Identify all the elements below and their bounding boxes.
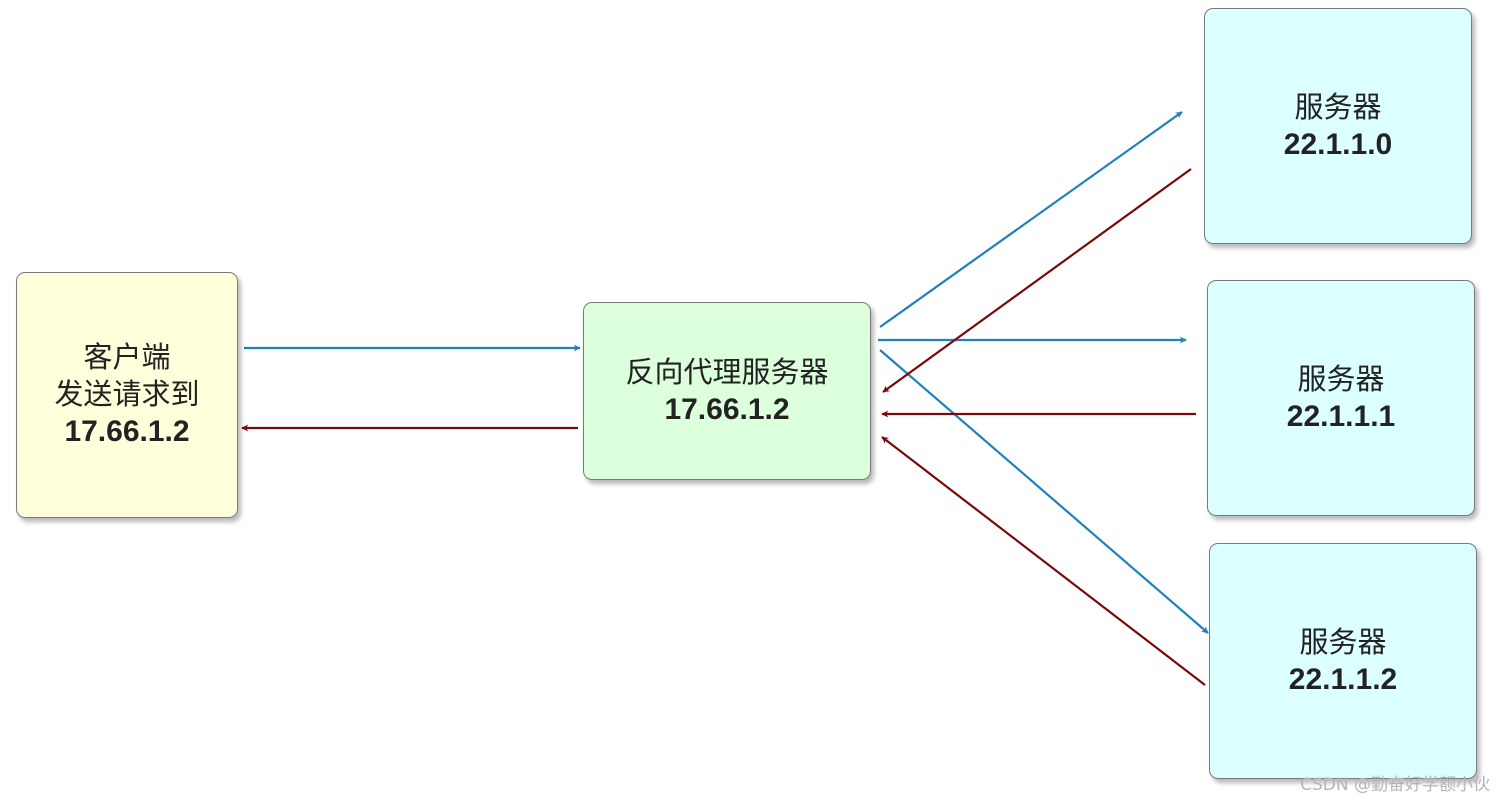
client-title: 客户端: [83, 340, 171, 374]
server-title: 服务器: [1294, 89, 1382, 124]
server-title: 服务器: [1299, 624, 1387, 659]
request-arrow-proxy-to-server-0: [879, 111, 1183, 328]
server-node-1: 服务器 22.1.1.1: [1207, 280, 1475, 516]
reverse-proxy-node: 反向代理服务器 17.66.1.2: [583, 302, 871, 480]
server-ip: 22.1.1.1: [1286, 399, 1396, 433]
watermark: CSDN @勤奋好学额小伙: [1300, 775, 1490, 795]
client-ip: 17.66.1.2: [64, 415, 190, 448]
server-node-0: 服务器 22.1.1.0: [1204, 8, 1472, 244]
client-node: 客户端 发送请求到 17.66.1.2: [16, 272, 238, 518]
server-ip: 22.1.1.0: [1283, 127, 1393, 161]
server-node-2: 服务器 22.1.1.2: [1209, 543, 1477, 779]
proxy-title: 反向代理服务器: [625, 354, 829, 389]
server-ip: 22.1.1.2: [1288, 662, 1398, 696]
response-arrow-server-0-to-proxy: [882, 168, 1192, 393]
request-arrow-proxy-to-server-2: [879, 349, 1209, 634]
proxy-ip: 17.66.1.2: [664, 392, 790, 426]
server-title: 服务器: [1297, 361, 1385, 396]
client-subtitle: 发送请求到: [54, 377, 200, 411]
response-arrow-server-2-to-proxy: [881, 436, 1206, 686]
